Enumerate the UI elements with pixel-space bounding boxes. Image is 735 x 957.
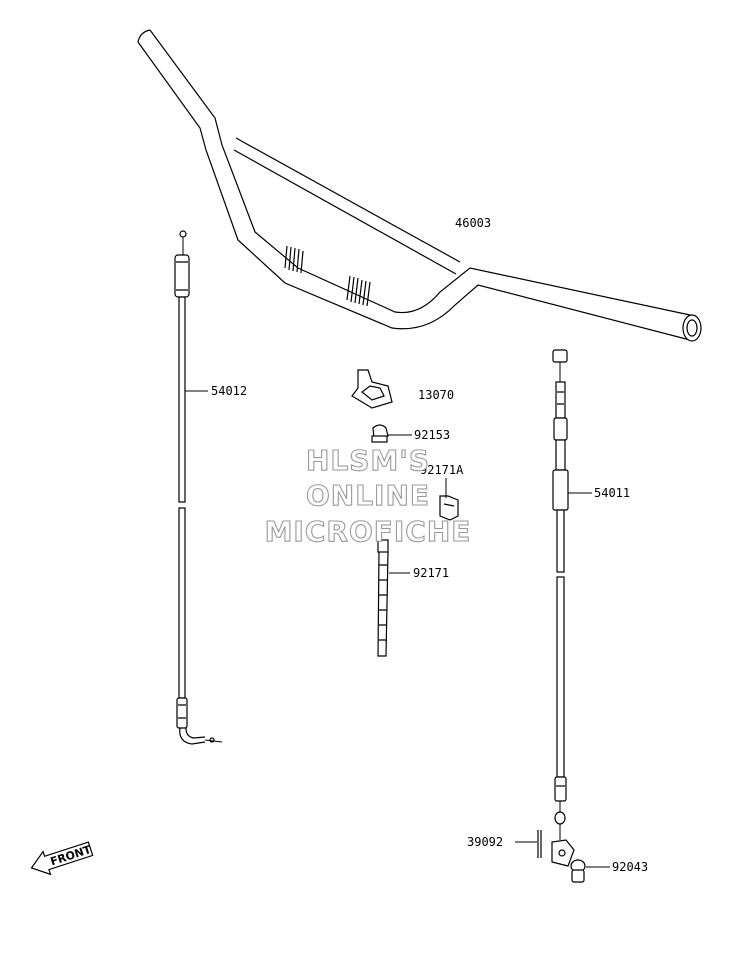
bar-pad[interactable] xyxy=(351,369,393,409)
clamp-92171a[interactable] xyxy=(439,495,459,521)
watermark-line-1: HLSM'S xyxy=(306,444,430,477)
watermark-line-2: ONLINE xyxy=(306,479,430,512)
clutch-cable[interactable] xyxy=(551,349,575,867)
watermark-line-3: MICROFICHE xyxy=(265,515,472,548)
part-number-92153: 92153 xyxy=(414,428,450,442)
part-number-54012: 54012 xyxy=(211,384,247,398)
watermark: HLSM'S ONLINE MICROFICHE xyxy=(264,443,472,548)
front-label: FRONT xyxy=(49,843,93,869)
clamp-92153[interactable] xyxy=(371,424,389,443)
handlebar[interactable] xyxy=(137,29,702,342)
throttle-cable[interactable] xyxy=(174,230,223,745)
part-number-39092: 39092 xyxy=(467,835,503,849)
part-number-46003: 46003 xyxy=(455,216,491,230)
part-number-54011: 54011 xyxy=(594,486,630,500)
cable-tie[interactable] xyxy=(377,539,389,657)
part-number-92043: 92043 xyxy=(612,860,648,874)
pin[interactable] xyxy=(537,830,542,858)
part-number-92171a: 92171A xyxy=(420,463,464,477)
front-arrow-icon xyxy=(30,841,94,876)
front-arrow: FRONT xyxy=(30,841,94,876)
part-number-92171: 92171 xyxy=(413,566,449,580)
bolt[interactable] xyxy=(570,859,586,883)
part-number-13070: 13070 xyxy=(418,388,454,402)
